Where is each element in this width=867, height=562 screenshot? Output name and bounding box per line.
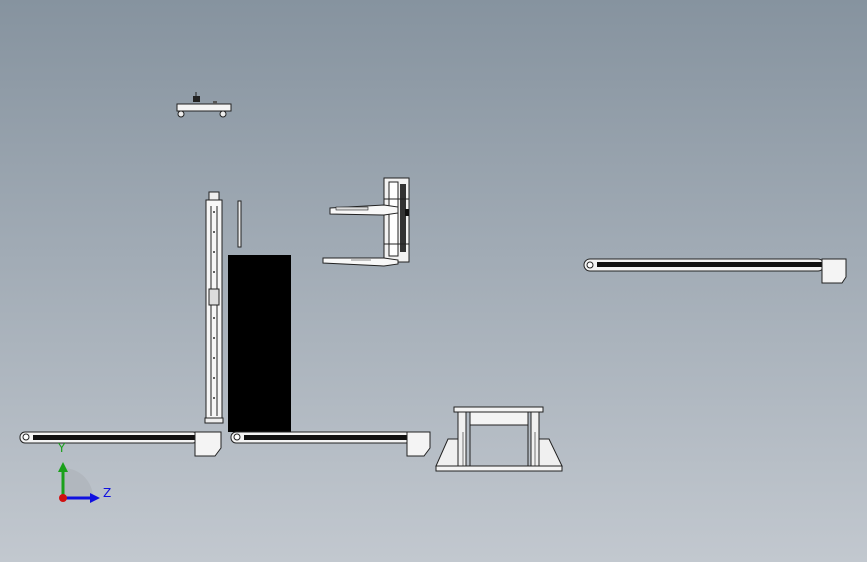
conveyor-lower-middle-part[interactable] — [230, 431, 431, 457]
thin-rod-part[interactable] — [237, 200, 242, 248]
conveyor-upper-right-part[interactable] — [583, 258, 847, 284]
support-frame-part[interactable] — [435, 406, 563, 472]
triad-z-label: Z — [103, 486, 112, 500]
gripper-fork-assembly-part[interactable] — [322, 177, 410, 267]
black-panel-part[interactable] — [228, 255, 291, 432]
small-bracket-part[interactable] — [176, 92, 232, 118]
triad-y-label: Y — [58, 441, 66, 455]
coordinate-triad — [58, 462, 100, 503]
conveyor-lower-left-part[interactable] — [19, 431, 222, 457]
vertical-linear-axis-part[interactable] — [204, 191, 224, 424]
